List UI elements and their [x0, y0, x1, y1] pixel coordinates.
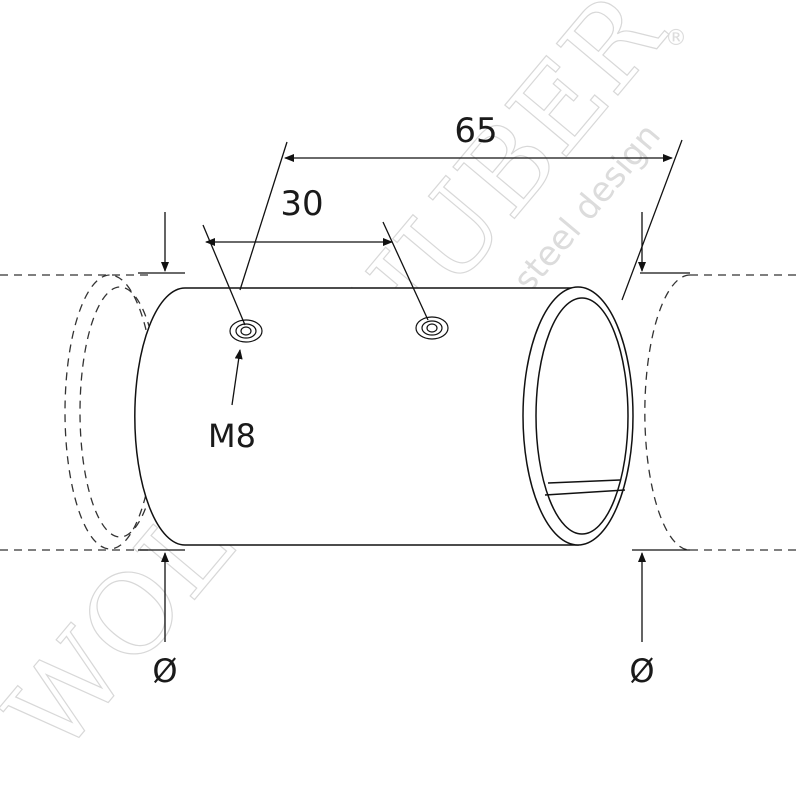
diameter-right [632, 212, 690, 642]
sleeve-inner [535, 297, 629, 535]
thread-label: M8 [208, 417, 256, 455]
diameter-label-left: Ø [152, 652, 177, 690]
thread-leader-arrow [231, 349, 243, 406]
dimension-label-65: 65 [454, 111, 497, 151]
watermark-registered: ® [665, 26, 687, 51]
diameter-left [138, 212, 185, 642]
right-pipe-dashed [644, 274, 800, 551]
screw-hole-left [229, 319, 263, 343]
dimension-label-30: 30 [280, 184, 323, 224]
dimension-30 [202, 221, 429, 326]
sleeve-body [134, 286, 634, 546]
diameter-label-right: Ø [629, 652, 654, 690]
screw-hole-right [415, 316, 449, 340]
dimension-65 [239, 139, 683, 301]
